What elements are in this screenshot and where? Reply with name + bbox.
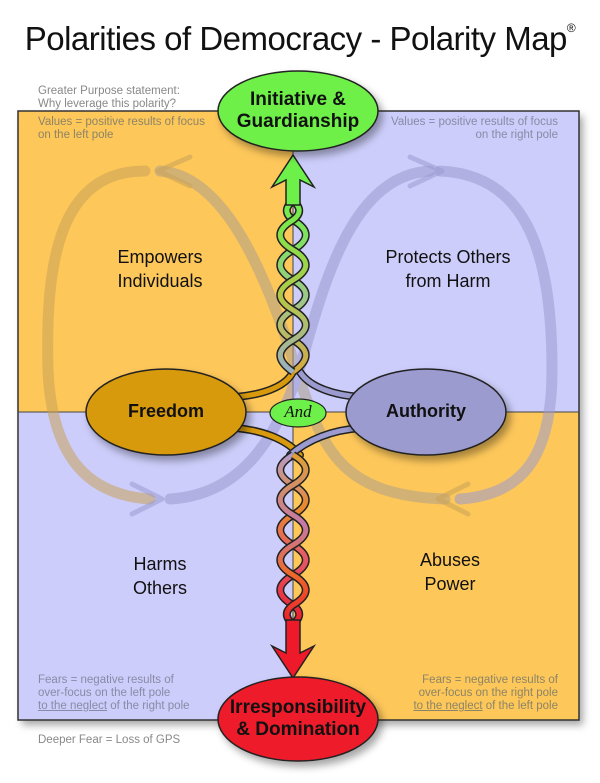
loop-arrowheads	[129, 154, 471, 517]
lower-fear-label: Irresponsibility & Domination	[229, 697, 367, 740]
upper-goal-label: Initiative & Guardianship	[236, 89, 360, 132]
deeper-fear-note: Deeper Fear = Loss of GPS	[38, 734, 181, 746]
and-ellipse	[269, 398, 327, 428]
loop-left-upper	[42, 165, 156, 505]
upper-right-values-note: Values = positive results of focus on th…	[391, 116, 558, 141]
loop-arrowhead-lower-right	[435, 481, 471, 517]
upper-goal-ellipse	[217, 70, 379, 152]
infinity-loop	[42, 165, 558, 505]
right-pole-label: Authority	[386, 401, 466, 421]
helix-down-strand-b	[277, 452, 309, 627]
page-title: Polarities of Democracy - Polarity Map®	[24, 20, 576, 57]
loop-cross-upper-left	[154, 165, 451, 505]
lower-left-text: Harms Others	[132, 554, 188, 598]
greater-purpose-note: Greater Purpose statement: Why leverage …	[38, 85, 180, 110]
upper-right-text: Protects Others from Harm	[385, 247, 511, 291]
arrowhead-up	[269, 153, 317, 206]
quadrant-upper-left	[18, 111, 293, 412]
helix-up-strand-b	[277, 198, 309, 375]
pole-connectors	[231, 368, 364, 459]
loop-arrowhead-upper-right	[407, 154, 445, 189]
loop-arrowhead-upper-left	[155, 154, 193, 189]
loop-right	[434, 165, 558, 505]
lower-right-fears-note: Fears = negative results of over-focus o…	[413, 674, 558, 712]
downward-helix-arrow	[269, 451, 317, 680]
left-pole-label: Freedom	[127, 401, 205, 421]
lower-right-text: Abuses Power	[419, 550, 481, 594]
left-pole-ellipse	[85, 368, 247, 456]
upward-helix-arrow	[269, 153, 317, 376]
loop-arrowhead-lower-left	[129, 481, 165, 517]
lower-fear-ellipse	[217, 676, 379, 762]
quadrant-upper-right	[293, 111, 579, 412]
right-pole-ellipse	[345, 368, 507, 456]
lower-left-fears-note: Fears = negative results of over-focus o…	[38, 674, 190, 712]
upper-left-text: Empowers Individuals	[117, 247, 203, 291]
upper-left-values-note: Values = positive results of focus on th…	[38, 116, 205, 141]
and-label: And	[284, 402, 312, 421]
arrowhead-down	[269, 619, 317, 680]
